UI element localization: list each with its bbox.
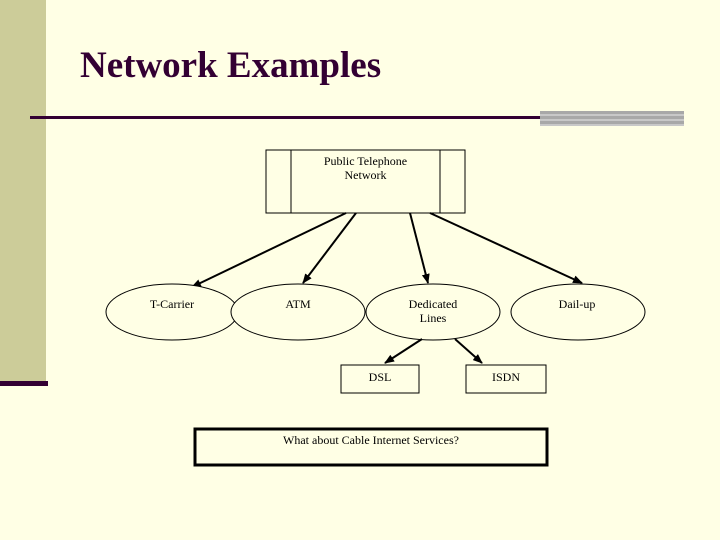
dail-up-label: Dail-up (558, 297, 596, 311)
arrow-to-t-carrier (191, 212, 347, 288)
atm-node (230, 283, 366, 341)
title-underline (30, 116, 540, 119)
t-carrier-node (105, 283, 239, 341)
left-accent-bar-edge (0, 381, 48, 386)
dail-up-node (510, 283, 646, 341)
slide-title: Network Examples (80, 45, 382, 86)
arrow-to-dail-up (429, 212, 583, 284)
isdn-node (465, 364, 547, 394)
dedicated-lines-label: Dedicated Lines (408, 297, 458, 325)
left-accent-bar (0, 0, 46, 383)
t-carrier-label: T-Carrier (149, 297, 195, 311)
atm-label: ATM (285, 297, 311, 311)
isdn-label: ISDN (491, 370, 520, 384)
cable-internet-question-label: What about Cable Internet Services? (283, 433, 459, 447)
dsl-node (340, 364, 420, 394)
cable-internet-question-box (193, 427, 549, 467)
arrow-to-isdn (454, 338, 483, 364)
arrow-to-dsl (384, 338, 423, 364)
arrow-to-atm (302, 212, 357, 284)
dsl-label: DSL (368, 370, 392, 384)
arrow-to-dedicated-lines (409, 212, 430, 284)
dedicated-lines-node (365, 283, 501, 341)
public-telephone-network-label: Public Telephone Network (323, 154, 408, 182)
public-telephone-network-node (265, 149, 466, 214)
title-underline-gray-block (540, 111, 684, 126)
